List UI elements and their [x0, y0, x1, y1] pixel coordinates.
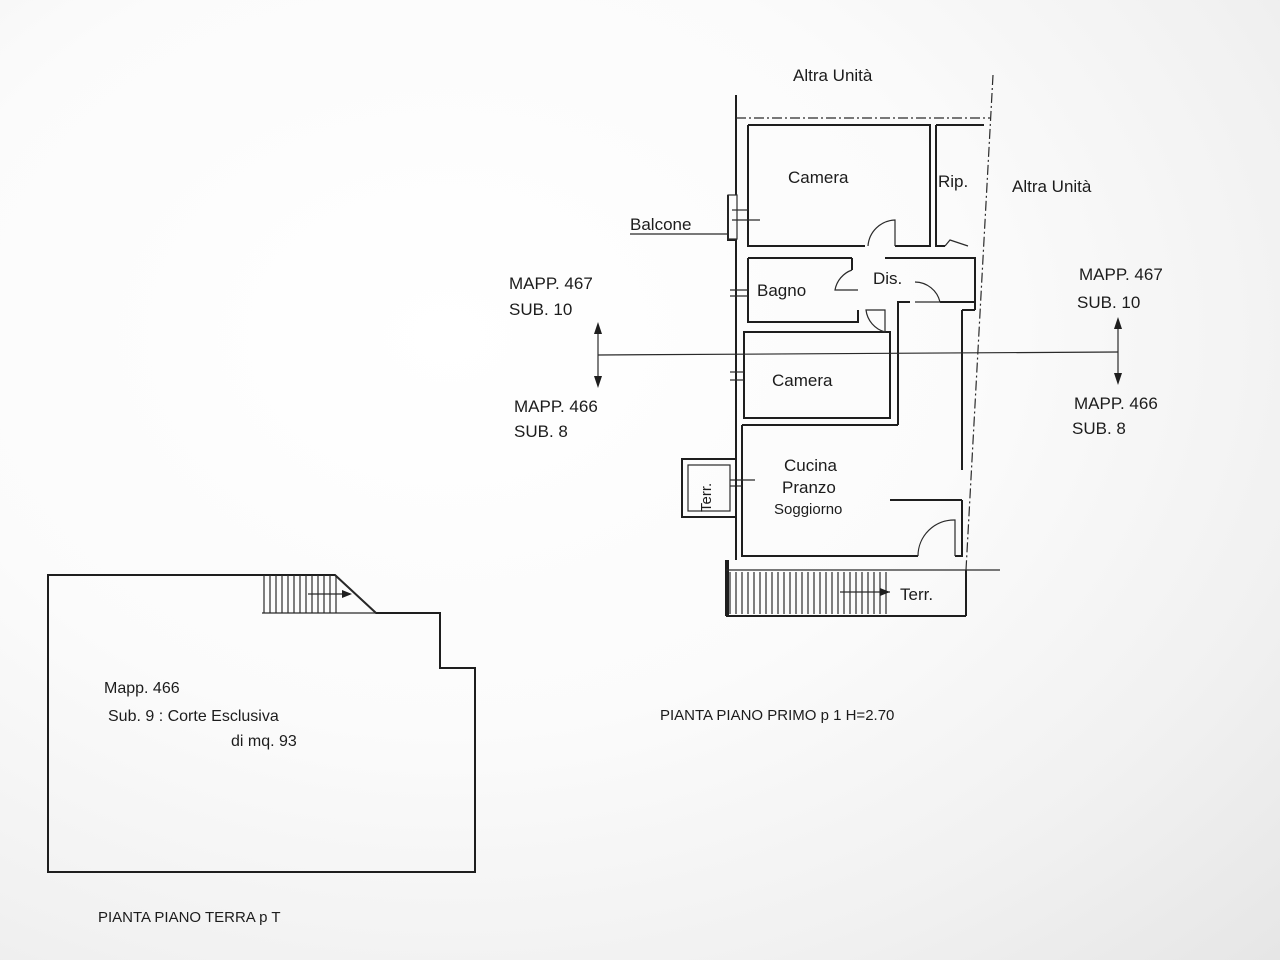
- label-parcel-left-upper-mapp: MAPP. 467: [509, 274, 593, 293]
- label-bagno: Bagno: [757, 281, 806, 300]
- section-marker-right: [1114, 317, 1122, 385]
- label-dis: Dis.: [873, 269, 902, 288]
- first-floor-plan: Altra Unità Altra Unità Camera Rip. Balc…: [509, 66, 1163, 724]
- label-terr-bottom: Terr.: [900, 585, 933, 604]
- balcone-outline: [727, 194, 738, 240]
- ground-floor-plan: Mapp. 466 Sub. 9 : Corte Esclusiva di mq…: [47, 574, 476, 926]
- label-parcel-left-lower-mapp: MAPP. 466: [514, 397, 598, 416]
- section-marker-left: [594, 322, 602, 388]
- label-neighbor-top: Altra Unità: [793, 66, 873, 85]
- outer-wall-left: [727, 95, 737, 615]
- door-rip: [944, 239, 969, 247]
- label-soggiorno: Soggiorno: [774, 501, 842, 518]
- label-ground-area: di mq. 93: [231, 733, 297, 750]
- label-pranzo: Pranzo: [782, 478, 836, 497]
- door-bagno: [834, 269, 858, 291]
- room-rip-walls: [935, 124, 984, 247]
- label-terr-side: Terr.: [698, 483, 715, 512]
- door-camera-mid: [865, 309, 886, 333]
- label-cucina: Cucina: [784, 456, 837, 475]
- label-balcone: Balcone: [630, 215, 691, 234]
- door-kitchen-exit: [917, 519, 956, 557]
- room-cucina-walls: [741, 310, 963, 557]
- terrace-side-inner: [687, 464, 731, 512]
- wall-right-long: [962, 258, 976, 311]
- label-camera-top: Camera: [788, 168, 849, 187]
- stair-diagonal: [334, 574, 377, 614]
- boundary-right: [965, 74, 994, 571]
- label-parcel-right-lower-mapp: MAPP. 466: [1074, 394, 1158, 413]
- door-right: [914, 281, 941, 303]
- title-first-floor: PIANTA PIANO PRIMO p 1 H=2.70: [660, 707, 894, 724]
- label-ground-sub: Sub. 9 : Corte Esclusiva: [108, 708, 279, 725]
- label-rip: Rip.: [938, 172, 968, 191]
- door-dis-top: [867, 219, 896, 247]
- label-parcel-left-lower-sub: SUB. 8: [514, 422, 568, 441]
- terrace-arrow-head: [880, 588, 890, 596]
- title-ground-floor: PIANTA PIANO TERRA p T: [98, 909, 281, 926]
- terrace-side-outline: [681, 458, 737, 518]
- stair-hatching-bottom: [729, 572, 887, 614]
- label-parcel-right-lower-sub: SUB. 8: [1072, 419, 1126, 438]
- stair-arrow-head: [342, 590, 352, 598]
- label-parcel-left-upper-sub: SUB. 10: [509, 300, 572, 319]
- room-camera-top-walls: [747, 124, 931, 247]
- label-parcel-right-upper-mapp: MAPP. 467: [1079, 265, 1163, 284]
- label-ground-mapp: Mapp. 466: [104, 680, 180, 697]
- section-line: [597, 351, 1119, 356]
- room-camera-mid-walls: [743, 331, 891, 419]
- label-camera-mid: Camera: [772, 371, 833, 390]
- label-parcel-right-upper-sub: SUB. 10: [1077, 293, 1140, 312]
- label-neighbor-right: Altra Unità: [1012, 177, 1092, 196]
